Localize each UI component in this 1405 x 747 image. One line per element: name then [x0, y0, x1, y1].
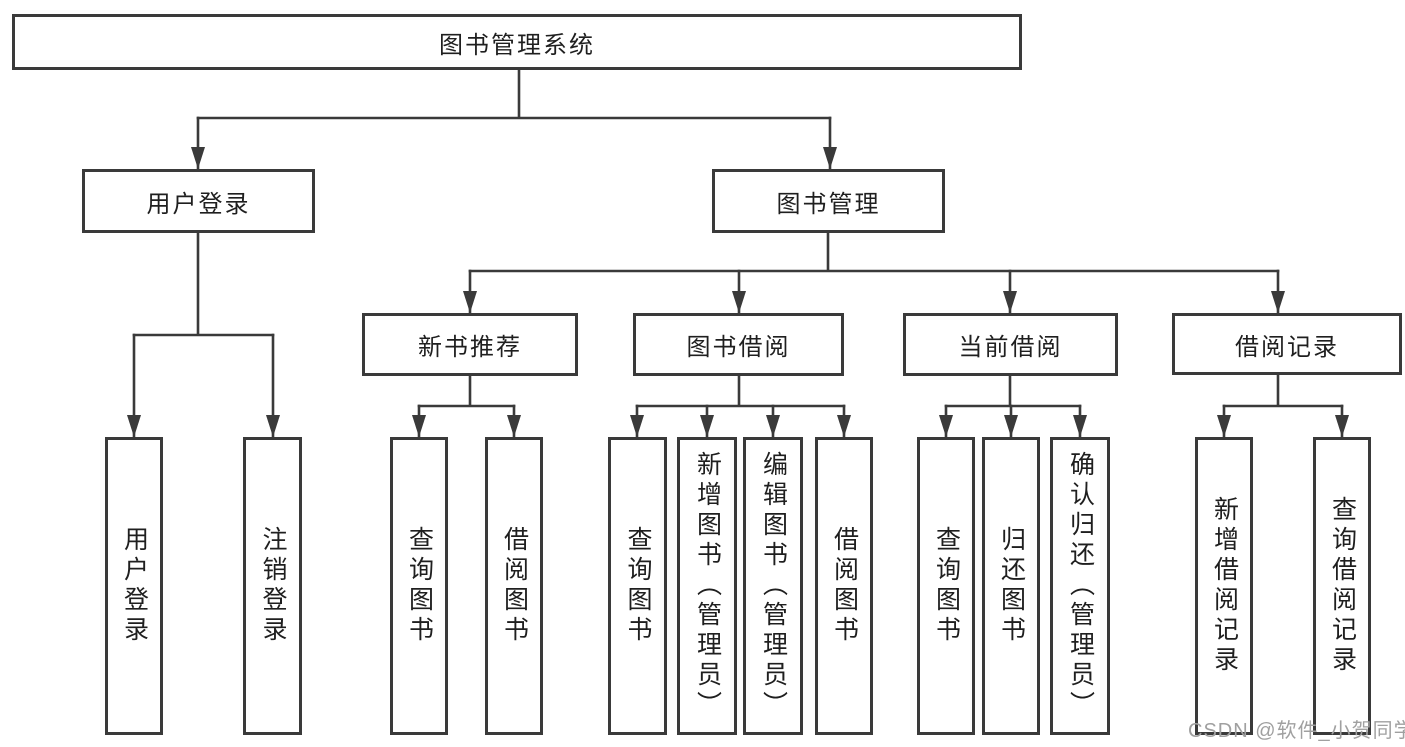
node-label: 查询图书	[932, 526, 961, 646]
node-label: 查询图书	[405, 526, 434, 646]
node-label: 确认归还（管理员）	[1066, 451, 1095, 721]
node-label: 用户登录	[120, 526, 149, 646]
node-label: 图书管理系统	[439, 31, 595, 59]
connector-strokes	[127, 68, 1349, 438]
leaf-query-books-current: 查询图书	[917, 437, 975, 735]
leaf-add-books-admin: 新增图书（管理员）	[677, 437, 737, 735]
csdn-watermark: CSDN @软件_小贺同学	[1188, 720, 1405, 742]
leaf-borrow-books: 借阅图书	[815, 437, 873, 735]
leaf-query-books-recommend: 查询图书	[390, 437, 448, 735]
leaf-add-borrow-record: 新增借阅记录	[1195, 437, 1253, 735]
node-borrowing-records: 借阅记录	[1172, 313, 1402, 375]
node-label: 借阅记录	[1235, 333, 1339, 361]
node-book-management: 图书管理	[712, 169, 945, 233]
node-label: 新书推荐	[418, 334, 522, 361]
node-label: 归还图书	[997, 526, 1026, 646]
node-label: 新增图书（管理员）	[693, 451, 722, 721]
node-label: 查询借阅记录	[1328, 496, 1357, 676]
node-label: 注销登录	[259, 526, 287, 646]
leaf-logout: 注销登录	[243, 437, 302, 735]
node-label: 新增借阅记录	[1210, 496, 1239, 676]
node-label: 图书借阅	[686, 334, 791, 361]
node-label: 借阅图书	[830, 526, 859, 646]
node-label: 用户登录	[146, 190, 251, 218]
node-label: 图书管理	[776, 190, 881, 218]
node-current-borrowing: 当前借阅	[903, 313, 1118, 376]
leaf-query-borrow-record: 查询借阅记录	[1313, 437, 1371, 735]
node-label: 编辑图书（管理员）	[759, 451, 788, 721]
leaf-return-books: 归还图书	[982, 437, 1040, 735]
leaf-query-books-borrowing: 查询图书	[608, 437, 667, 735]
node-label: 查询图书	[624, 526, 652, 646]
leaf-edit-books-admin: 编辑图书（管理员）	[743, 437, 803, 735]
leaf-borrow-books-recommend: 借阅图书	[485, 437, 543, 735]
node-book-borrowing: 图书借阅	[633, 313, 844, 376]
node-new-book-recommend: 新书推荐	[362, 313, 578, 376]
leaf-confirm-return-admin: 确认归还（管理员）	[1050, 437, 1110, 735]
node-label: 当前借阅	[958, 334, 1063, 361]
node-user-login: 用户登录	[82, 169, 315, 233]
node-library-management-system: 图书管理系统	[12, 14, 1022, 70]
leaf-user-login: 用户登录	[105, 437, 163, 735]
node-label: 借阅图书	[500, 526, 529, 646]
